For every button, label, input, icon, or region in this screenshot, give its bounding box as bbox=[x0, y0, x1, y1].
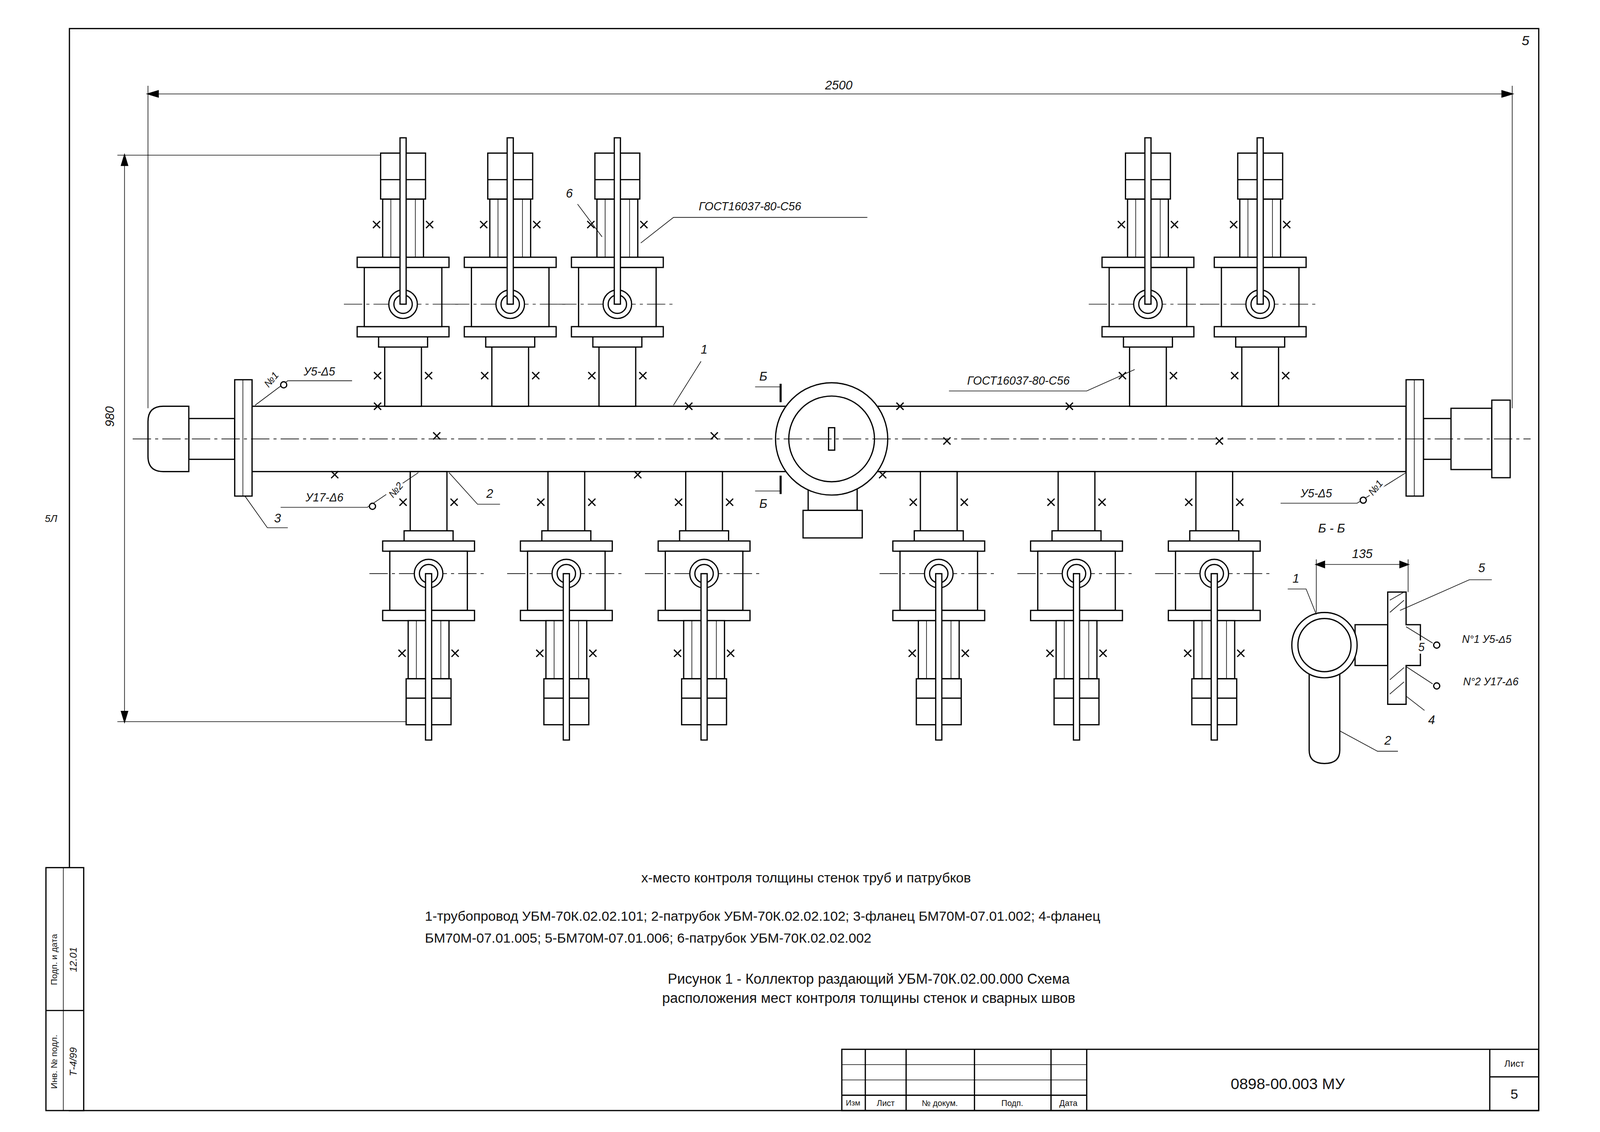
weld-mark: У17-Δ6 bbox=[304, 490, 345, 504]
weld-mark: У5-Δ5 bbox=[1299, 486, 1334, 500]
callout-number: 1 bbox=[699, 342, 709, 358]
callout-number: 3 bbox=[272, 511, 283, 526]
callout-number: 6 bbox=[564, 187, 575, 202]
callout-number: 4 bbox=[1426, 713, 1437, 728]
margin-mark: 5Л bbox=[43, 512, 59, 525]
document-code: 0898-00.003 МУ bbox=[1229, 1074, 1346, 1093]
callout-number: 1 bbox=[1291, 571, 1301, 586]
dimension: 2500 bbox=[823, 78, 854, 93]
title-cell: Подп. bbox=[999, 1098, 1025, 1108]
stamp-field: Подп. и дата bbox=[49, 932, 60, 987]
callout-number: 2 bbox=[484, 486, 495, 501]
dimension: 980 bbox=[103, 404, 118, 428]
figure-caption: Рисунок 1 - Коллектор раздающий УБМ-70К.… bbox=[634, 969, 1103, 1008]
title-cell: № докум. bbox=[920, 1098, 960, 1108]
weld-number: №1 bbox=[260, 368, 282, 391]
stamp-field: Инв. № подл. bbox=[49, 1033, 60, 1090]
stamp-value: 12.01 bbox=[67, 945, 79, 973]
parts-list: 1-трубопровод УБМ-70К.02.02.101; 2-патру… bbox=[423, 904, 1165, 949]
dimension: 135 bbox=[1350, 546, 1374, 562]
section-title: Б - Б bbox=[1316, 521, 1347, 536]
title-cell: Изм bbox=[844, 1098, 862, 1108]
weld-mark: N°2 У17-Δ6 bbox=[1461, 675, 1520, 688]
section-mark: Б bbox=[758, 369, 769, 384]
weld-standard: ГОСТ16037-80-С56 bbox=[697, 199, 803, 213]
section-mark: Б bbox=[758, 497, 769, 512]
legend-note: х-место контроля толщины стенок труб и п… bbox=[639, 869, 973, 886]
title-cell: Лист bbox=[1502, 1058, 1526, 1069]
weld-standard: ГОСТ16037-80-С56 bbox=[965, 374, 1071, 388]
title-cell: Дата bbox=[1057, 1098, 1079, 1108]
callout-number: 2 bbox=[1382, 733, 1393, 749]
callout-number: 5 bbox=[1476, 561, 1487, 576]
title-cell: Лист bbox=[875, 1098, 896, 1108]
callout-number: 5 bbox=[1417, 640, 1427, 654]
weld-number: №2 bbox=[385, 478, 407, 501]
stamp-value: Т-4/99 bbox=[67, 1045, 79, 1078]
sheet-number: 5 bbox=[1509, 1085, 1520, 1102]
sheet-number: 5 bbox=[1520, 32, 1531, 49]
weld-mark: У5-Δ5 bbox=[302, 364, 337, 379]
weld-mark: N°1 У5-Δ5 bbox=[1460, 632, 1513, 645]
weld-number: №1 bbox=[1365, 476, 1387, 499]
